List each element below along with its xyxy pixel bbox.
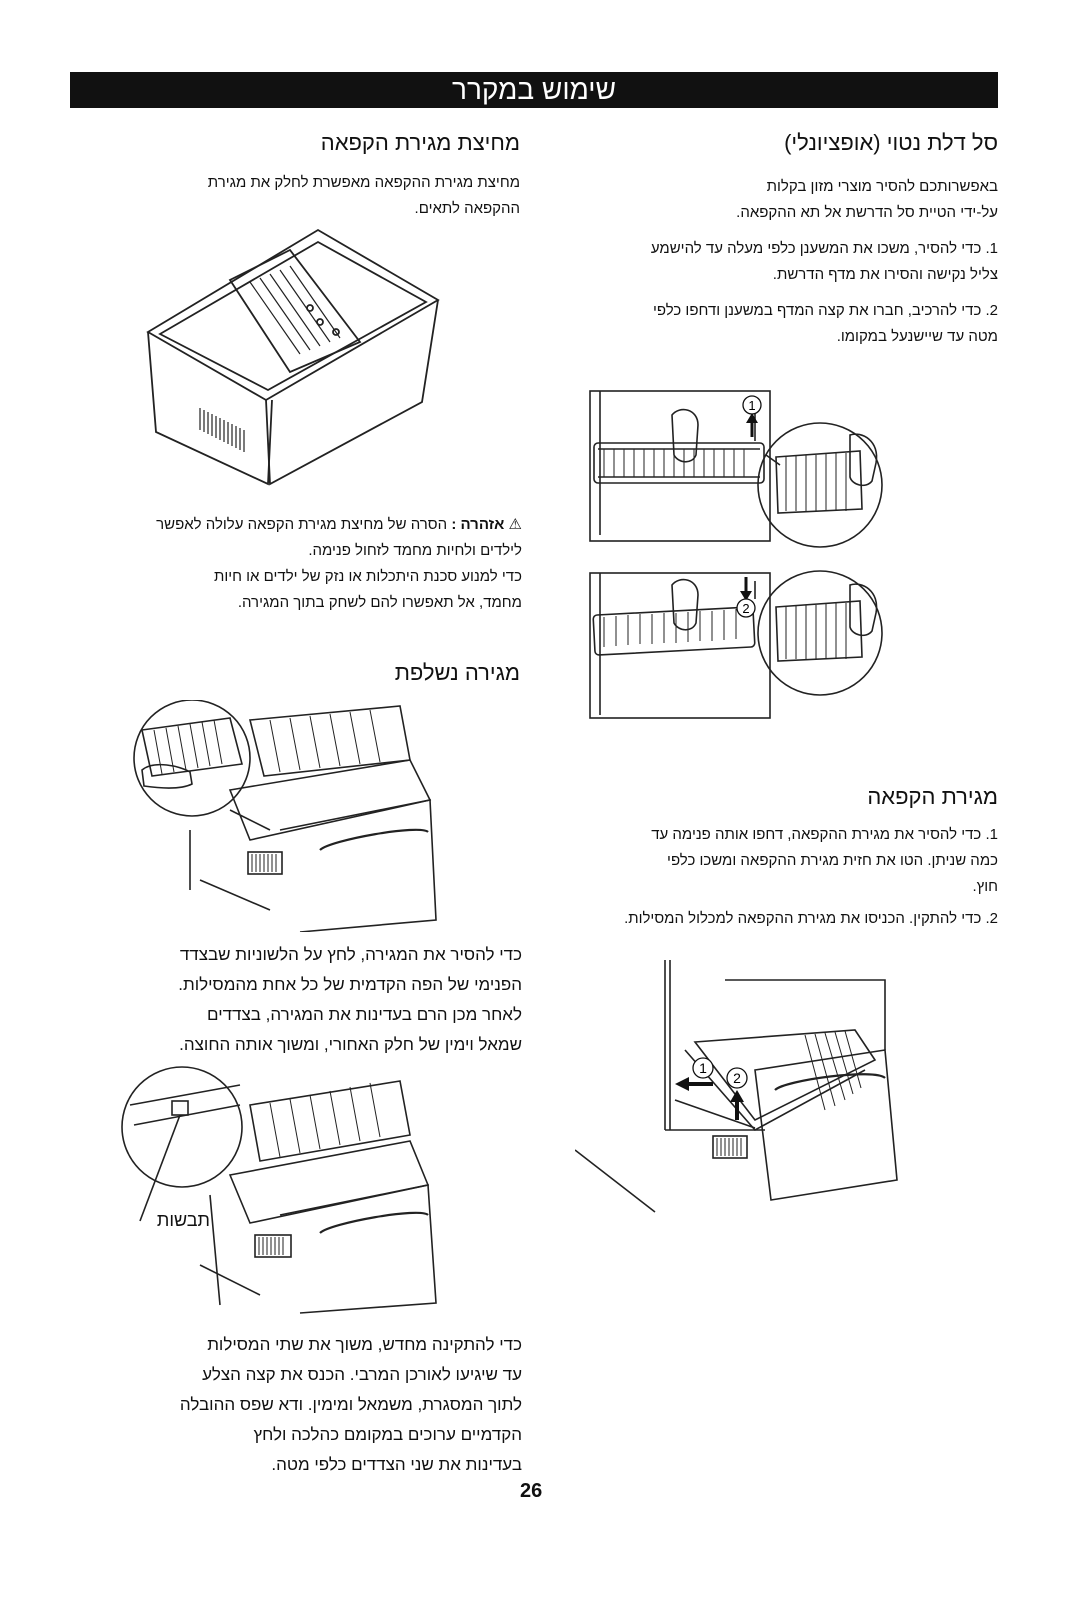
install-text-line: בעדינות את שני הצדדים כלפי מטה. [271, 1455, 522, 1474]
tab-callout-label: תבשות [156, 1210, 210, 1230]
bin-step-1: 1. כדי להסיר, משכו את המשענן כלפי מעלה ע… [540, 236, 998, 288]
warning-text: לילדים ולחיות מחמד לזחול פנימה. [308, 542, 522, 559]
drawer-tab-illustration [110, 1065, 440, 1315]
freezer-step-2: 2. כדי להתקין. הכניסו את מגירת ההקפאה למ… [540, 906, 998, 932]
freezer-step-1-line: כמה שניתן. הטו את חזית מגירת ההקפאה ומשכ… [667, 852, 998, 869]
install-text-line: עד שיגיעו לאורכן המרבי. הכנס את קצה הצלע [202, 1365, 522, 1384]
freezer-heading: מגירת הקפאה [867, 784, 998, 809]
drawer-removal-illustration [130, 700, 440, 932]
step-marker: 1 [748, 398, 755, 413]
bin-step-1-line: צליל נקישה והסירו את מדף הדרשת. [772, 266, 998, 283]
bin-step-1-line: 1. כדי להסיר, משכו את המשענן כלפי מעלה ע… [650, 240, 998, 257]
drawer-text-line: לאחר מכן הרם בעדינות את המגירה, בצדדים [207, 1005, 522, 1024]
warning-icon: ⚠ [508, 516, 522, 533]
page-title-banner: שימוש במקרר [70, 72, 998, 108]
freezer-divider-illustration [140, 222, 450, 490]
warning-text: מחמד, אל תאפשרו להם לשחק בתוך המגירה. [237, 594, 522, 611]
arrow-down-icon [740, 577, 752, 601]
bin-intro: באפשרותכם להסיר מוצרי מזון בקלות על-ידי … [560, 174, 998, 226]
bin-intro-line: על-ידי הטיית סל הדרשת אל תא ההקפאה. [736, 204, 998, 221]
bin-step-2-line: 2. כדי להרכיב, חברו את קצה המדף במשענן ו… [652, 302, 998, 319]
warning-line-1: ⚠ אזהרה : הסרה של מחיצת מגירת הקפאה עלול… [70, 512, 522, 538]
drawer-text: כדי להסיר את המגירה, לחץ על הלשוניות שבצ… [70, 940, 522, 1060]
warning-label: אזהרה : [451, 516, 505, 533]
install-text-line: כדי להתקינה מחדש, משוך את שתי המסילות [207, 1335, 522, 1354]
arrow-up-icon [746, 413, 758, 437]
bin-step-2-line: מטה עד שיישנעל במקומו. [836, 328, 998, 345]
page-number: 26 [520, 1480, 543, 1502]
freezer-step-1-line: 1. כדי להסיר את מגירת ההקפאה, דחפו אותה … [651, 826, 998, 843]
freezer-drawer-illustration: 1 2 [575, 950, 905, 1215]
drawer-text-line: כדי להסיר את המגירה, לחץ על הלשוניות שבצ… [179, 945, 522, 964]
divider-intro-line: מחיצת מגירת ההקפאה מאפשרת לחלק את מגירת [207, 174, 520, 191]
drawer-text-line: שמאל וימין של חלק האחורי, ומשוך אותה החו… [179, 1035, 522, 1054]
divider-heading: מחיצת מגירת הקפאה [320, 130, 520, 155]
step-marker: 2 [733, 1070, 741, 1086]
divider-intro: מחיצת מגירת ההקפאה מאפשרת לחלק את מגירת … [80, 170, 520, 222]
freezer-step-1-line: חוץ. [972, 878, 999, 895]
warning-text: הסרה של מחיצת מגירת הקפאה עלולה לאפשר [156, 516, 448, 533]
bin-heading: סל דלת נטוי (אופציונלי) [784, 130, 998, 155]
drawer-heading: מגירה נשלפת [394, 660, 520, 685]
step-marker: 2 [742, 601, 749, 616]
install-text: כדי להתקינה מחדש, משוך את שתי המסילות עד… [70, 1330, 522, 1480]
install-text-line: לתוך המסגרת, משמאל ומימין. ודא שפס ההובל… [179, 1395, 522, 1414]
drawer-text-line: הפנימי של הפה הקדמית של כל אחת מהמסילות. [178, 975, 522, 994]
bin-step-2: 2. כדי להרכיב, חברו את קצה המדף במשענן ו… [540, 298, 998, 350]
warning-text: כדי למנוע סכנת היתכלות או נזק של ילדים א… [213, 568, 522, 585]
page-title: שימוש במקרר [451, 74, 617, 105]
warning-block: ⚠ אזהרה : הסרה של מחיצת מגירת הקפאה עלול… [70, 512, 522, 616]
bin-intro-line: באפשרותכם להסיר מוצרי מזון בקלות [766, 178, 998, 195]
freezer-step-1: 1. כדי להסיר את מגירת ההקפאה, דחפו אותה … [540, 822, 998, 900]
divider-intro-line: ההקפאה לתאים. [414, 200, 520, 217]
freezer-step-2-line: 2. כדי להתקין. הכניסו את מגירת ההקפאה למ… [624, 910, 998, 927]
door-bin-illustration: 1 2 [580, 385, 960, 725]
step-marker: 1 [699, 1060, 707, 1076]
arrow-up-icon [730, 1090, 744, 1120]
install-text-line: הקדמיים ערוכים במקומם כהלכה ולחץ [253, 1425, 522, 1444]
arrow-left-icon [675, 1077, 713, 1091]
